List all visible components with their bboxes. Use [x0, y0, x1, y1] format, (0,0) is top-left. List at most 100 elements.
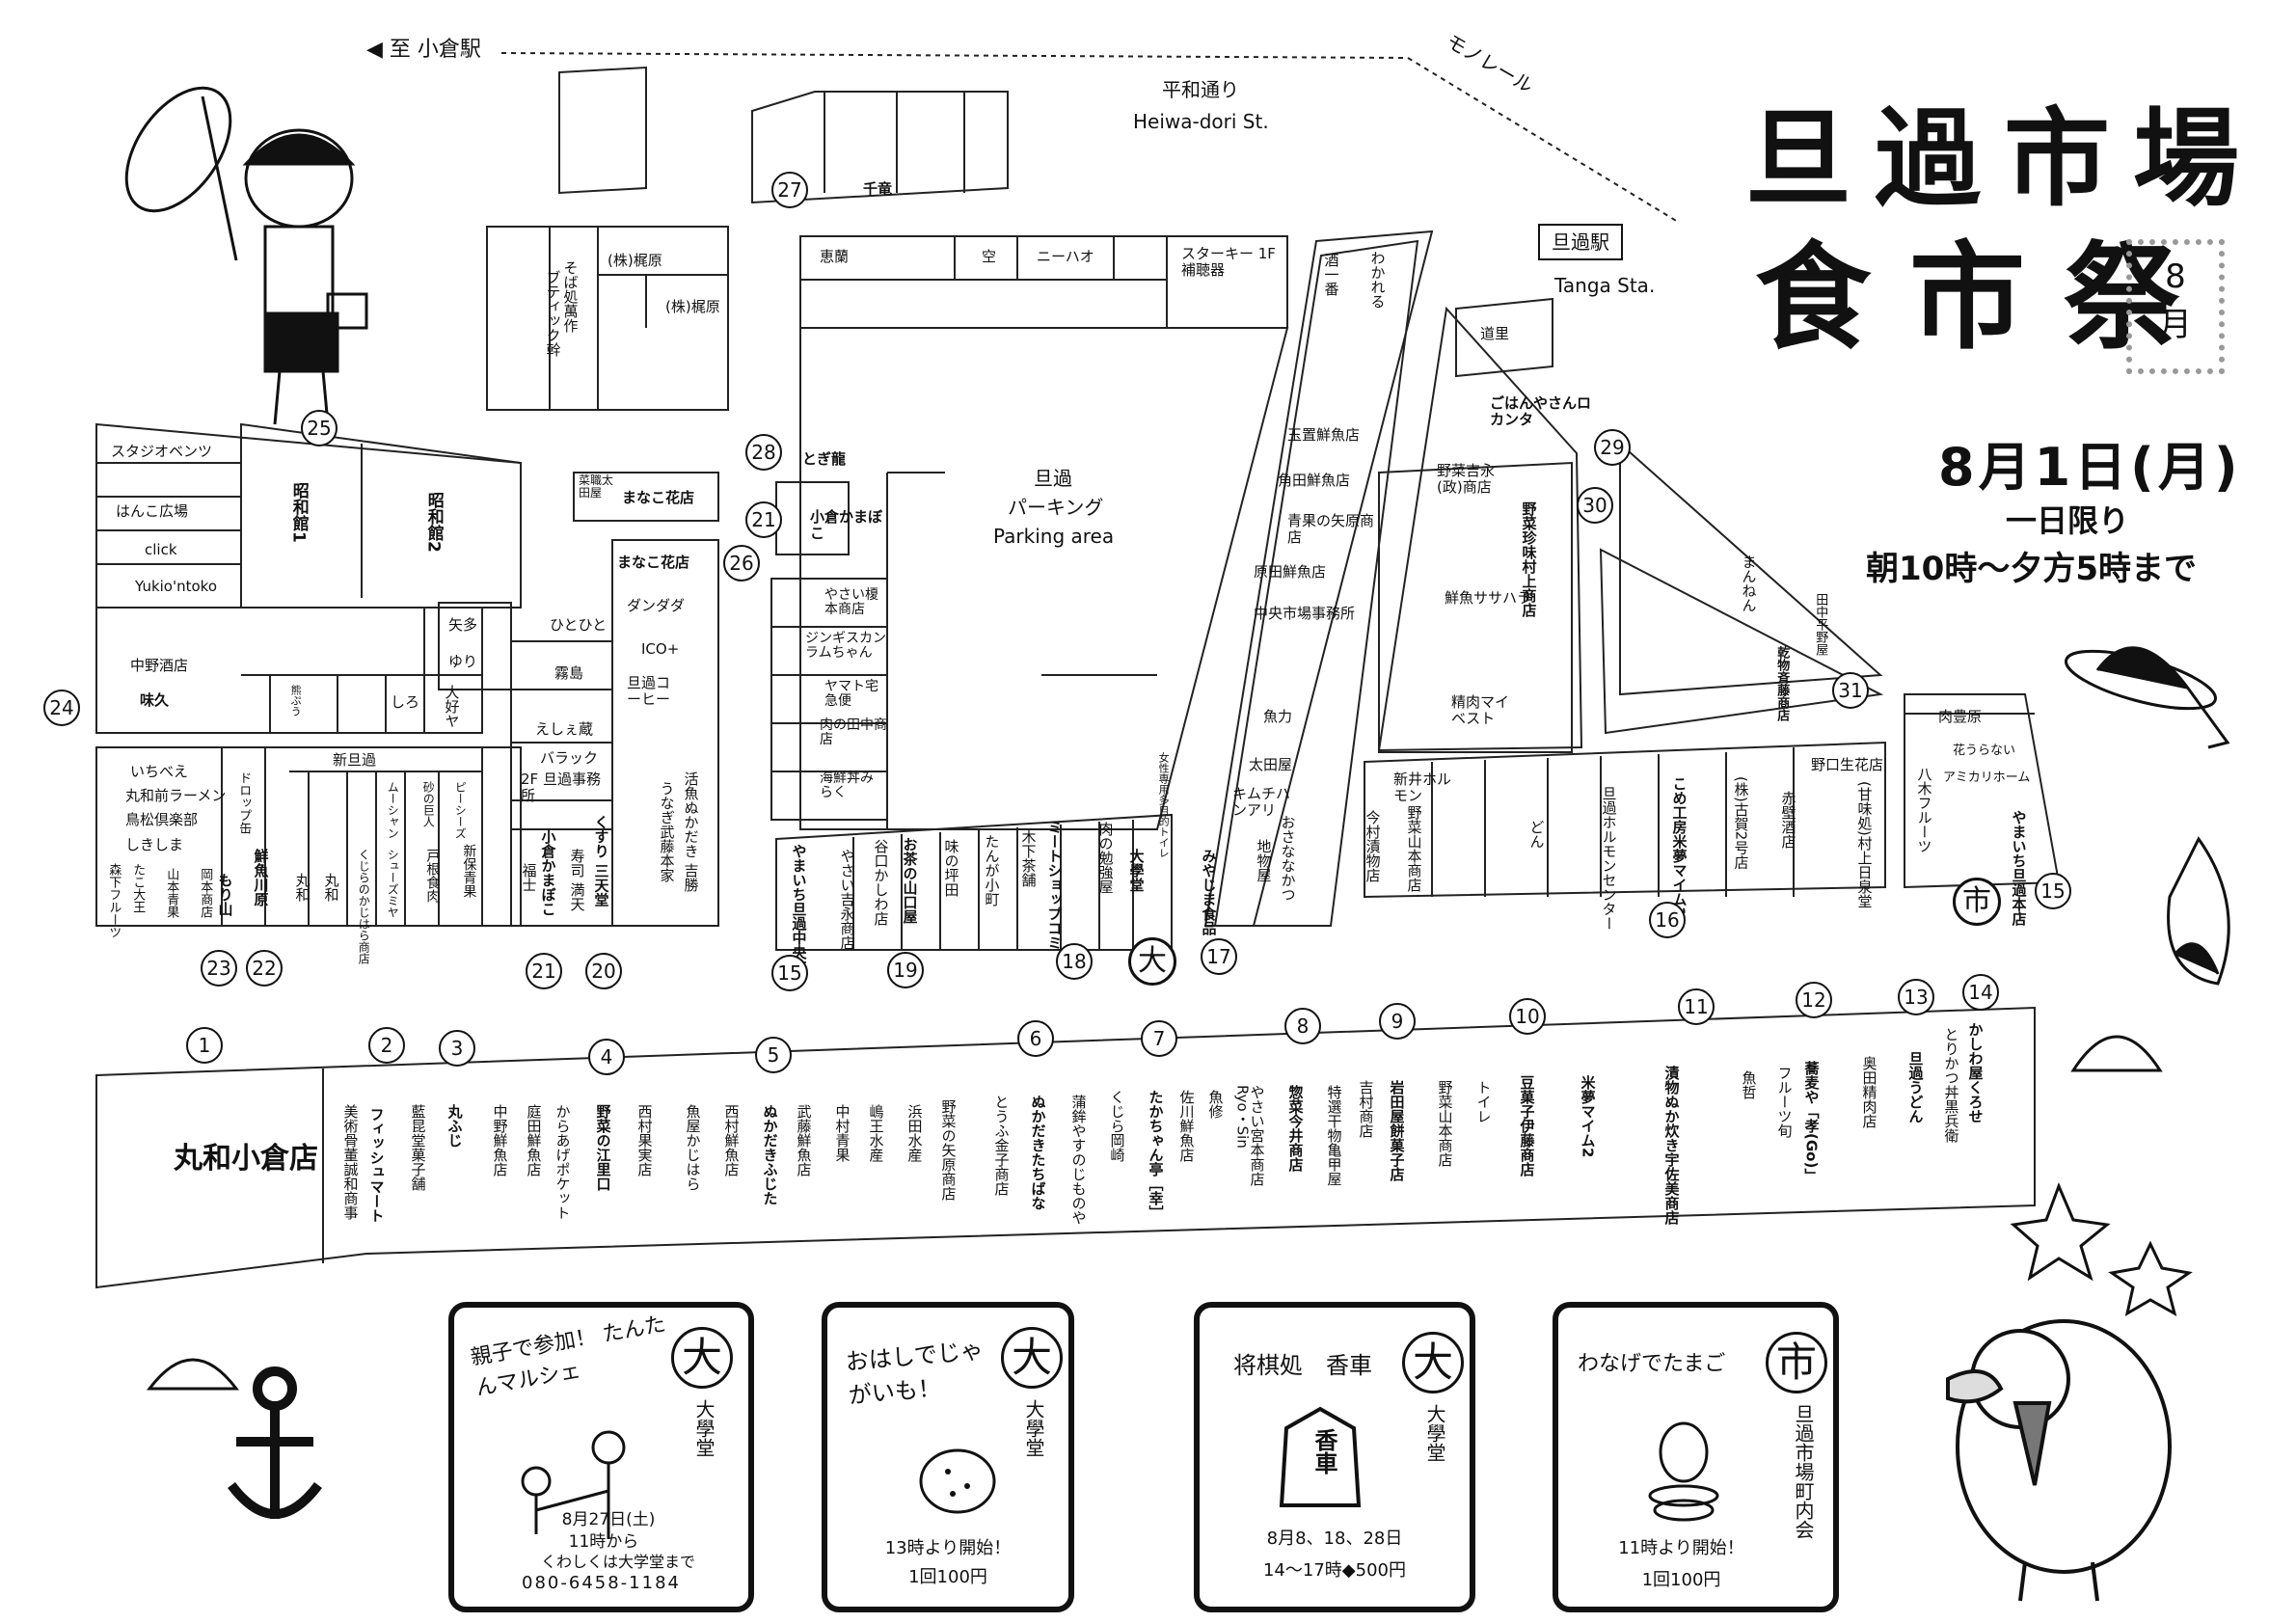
event-date: 8月1日(月)	[1938, 437, 2242, 498]
event-potato-title: おはしでじゃがいも！	[844, 1337, 985, 1410]
to-kokura-station-label: ◀ 至 小倉駅	[366, 38, 481, 62]
shop-tanga-coffee: 旦過コーヒー	[627, 674, 671, 708]
shop-drop: ドロップ缶	[236, 771, 252, 834]
shop-sobaya-go: 蕎麦や「孝(Go)」	[1802, 1061, 1821, 1183]
area-shintanga: 新旦過	[333, 751, 377, 769]
parking-jp-1: 旦過	[1034, 467, 1072, 490]
shop-katsuo: 活魚ぬかだき 吉勝	[682, 771, 700, 892]
heiwa-street-en: Heiwa-dori St.	[1133, 110, 1269, 133]
marker-30: 30	[1577, 487, 1613, 524]
shop-yuri: ゆり	[448, 653, 478, 670]
shop-hamada-suisan: 嶋王水産	[867, 1104, 885, 1162]
event-marche-time: 11時から	[568, 1532, 639, 1552]
shop-fruits-shun: フルーツ旬	[1775, 1066, 1794, 1138]
shop-yamato: ヤマト宅急便	[824, 679, 878, 710]
shogi-piece-icon	[1279, 1406, 1362, 1507]
shop-akasaka: 赤壁酒店	[1779, 791, 1797, 849]
star-decorations	[2010, 1181, 2193, 1317]
shop-takachan: たかちゃん亭［幸］	[1147, 1090, 1165, 1220]
shop-ico: ICO+	[641, 640, 680, 658]
event-marche-note: くわしくは大学堂まで	[540, 1553, 695, 1571]
block-hitohito	[510, 640, 613, 927]
shop-ajihisa: 味久	[140, 691, 170, 709]
shop-yukio: Yukio'ntoko	[135, 578, 217, 595]
shop-miyamoto: やさい宮本商店	[1248, 1085, 1266, 1186]
shop-arai-horumon: 新井ホルモン	[1393, 771, 1452, 804]
marker-2: 2	[368, 1027, 405, 1064]
shop-meat-komi: ミートショップコミ	[1045, 820, 1064, 950]
shop-nishimura-sengyo: 西村鮮魚店	[722, 1104, 741, 1177]
event-marche-title: 親子で参加！ たんたんマルシェ	[469, 1312, 668, 1401]
shop-hitohito: ひとひと	[550, 616, 608, 634]
shop-kogo: (株)古賀2号店	[1732, 776, 1750, 870]
shop-kokura-kamaboko: 小倉かまぼこ	[810, 508, 883, 542]
shop-imamura: 今村漬物店	[1364, 810, 1382, 882]
marker-31: 31	[1832, 672, 1869, 709]
shop-jimusho: 2F 旦過事務所	[521, 771, 601, 804]
facility-womens-toilet: 女性専用多目的トイレ	[1157, 752, 1171, 858]
shop-dandada: ダンダダ	[627, 597, 686, 614]
event-card-ringtoss: わなげでたまご 市 旦過市場町内会 11時より開始！ 1回100円	[1553, 1302, 1839, 1612]
shop-maruwa-ramen: 丸和前ラーメン	[125, 787, 227, 804]
shop-kujira: くじらのかじはら商店	[357, 849, 371, 964]
monorail-line	[1407, 57, 1679, 223]
one-day-only: 一日限り	[2006, 502, 2130, 539]
shop-saito: 乾物斉藤商店	[1774, 646, 1790, 721]
event-shogi-time-price: 14～17時◆500円	[1262, 1560, 1406, 1581]
shop-daigakudo: 大學堂	[1127, 849, 1146, 892]
shop-eshiezo: えしぇ蔵	[535, 720, 594, 738]
shop-torimatsu: 鳥松倶楽部	[125, 811, 199, 828]
shop-kaisen: 海鮮丼みらく	[820, 771, 874, 801]
shop-tone: 戸根食肉	[424, 849, 441, 903]
theater-showa-2: 昭和館2	[423, 492, 444, 553]
marker-28: 28	[745, 434, 782, 471]
boy-with-net-illustration	[124, 86, 368, 425]
shop-yasai-eriguchi: 野菜の江里口	[594, 1104, 612, 1191]
shop-nikuta: 肉の田中商店	[820, 717, 887, 748]
tanga-station-box: 旦過駅	[1538, 224, 1623, 260]
month-number: 8	[2165, 257, 2186, 296]
shop-ota: 太田屋	[1249, 756, 1293, 773]
shop-maruwa-kokura-1: 丸和小倉店	[174, 1142, 318, 1176]
event-ringtoss-stamp: 市	[1766, 1332, 1827, 1393]
shop-taniguchi: 谷口かしわ店	[872, 839, 890, 926]
shop-kirishima: 霧島	[554, 664, 584, 682]
shop-kome-maimu1: こめ工房米夢マイム1	[1670, 776, 1688, 917]
tanga-station-en: Tanga Sta.	[1554, 274, 1656, 297]
shop-yamamoto: 山本青果	[164, 868, 179, 918]
shop-maruwa-a: 丸和	[293, 873, 311, 902]
shop-shiro: しろ	[391, 693, 420, 711]
event-potato-start: 13時より開始！	[884, 1538, 1012, 1558]
marker-20: 20	[585, 953, 622, 989]
event-marche-date: 8月27日(土)	[561, 1510, 656, 1529]
block-parking	[799, 327, 1289, 830]
event-ringtoss-place: 旦過市場町内会	[1792, 1404, 1815, 1539]
shop-michi: 道里	[1480, 325, 1510, 342]
shop-murakami-kashi: (甘味処)村上日泉堂	[1855, 781, 1874, 908]
shop-okamoto: 岡本商店	[198, 868, 213, 918]
shop-nakano: 中野酒店	[130, 657, 189, 674]
shop-hirano: 田中平野屋	[1813, 593, 1828, 656]
marker-26: 26	[723, 545, 760, 582]
shop-yasai-yamamoto-2: 野菜山本商店	[1436, 1080, 1454, 1167]
shop-amikari: アミカリホーム	[1943, 771, 2031, 785]
shop-imai: 惣菜今井商店	[1286, 1085, 1305, 1172]
shop-yamamoto-shoten: 野菜山本商店	[1405, 805, 1423, 892]
shop-yoshimura: 吉村商店	[1357, 1080, 1375, 1138]
block-bottom-row	[95, 1006, 2036, 1289]
facility-toilet: トイレ	[1474, 1080, 1493, 1123]
potato-icon	[919, 1448, 996, 1514]
marker-29: 29	[1594, 429, 1631, 466]
event-card-potato: おはしでじゃがいも！ 大 大學堂 13時より開始！ 1回100円	[822, 1302, 1074, 1612]
event-ringtoss-price: 1回100円	[1641, 1570, 1721, 1590]
event-ringtoss-start: 11時より開始！	[1618, 1538, 1744, 1558]
shop-yasai-enomoto: やさい榎本商店	[824, 587, 878, 618]
title-food-festival: 食市祭	[1755, 231, 2218, 365]
block-boutique	[486, 226, 729, 411]
block-senryu	[751, 91, 1009, 204]
shop-nakano-sengyo: 中野鮮魚店	[491, 1104, 509, 1177]
event-card-shogi: 将棋処 香車 大 大學堂 香車 8月8、18、28日 14～17時◆500円	[1194, 1302, 1475, 1612]
shop-chibutsu: 地物屋	[1255, 839, 1273, 882]
theater-showa-1: 昭和館1	[288, 482, 309, 543]
marker-15-west: 15	[771, 955, 808, 991]
